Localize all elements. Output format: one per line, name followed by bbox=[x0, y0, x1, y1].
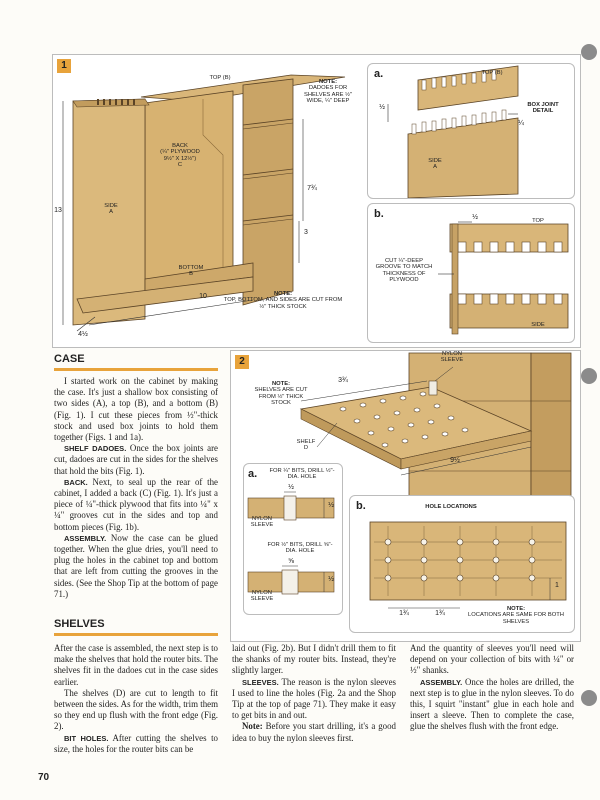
hole-locations-drawing bbox=[369, 521, 567, 609]
groove-drawing bbox=[438, 221, 569, 335]
shelves-text: After the case is assembled, the next st… bbox=[54, 643, 218, 755]
detail-2b-letter: b. bbox=[356, 500, 366, 512]
detail-2a-top-sleeve: NYLON SLEEVE bbox=[250, 516, 274, 529]
dim-7: 7¾ bbox=[307, 185, 317, 192]
note-dadoes: NOTE: DADOES FOR SHELVES ARE ½" WIDE, ¼"… bbox=[303, 79, 353, 105]
detail-2a-top-dim-w: ½ bbox=[288, 484, 294, 491]
detail-1b-panel: b. TOP SIDE ½ CUT ¼"-DEEP GROOVE TO MAT bbox=[367, 203, 575, 343]
detail-2b-panel: b. HOLE LOCATIONS 1¾ 1¾ 1 NOTE: LOCA bbox=[349, 495, 575, 633]
note-stock: NOTE: TOP, BOTTOM, AND SIDES ARE CUT FRO… bbox=[223, 291, 343, 310]
side-label: SIDE A bbox=[104, 203, 118, 216]
case-drawing bbox=[62, 74, 346, 332]
detail-1b-letter: b. bbox=[374, 208, 384, 220]
assembly-paragraph: ASSEMBLY. Now the case can be glued toge… bbox=[54, 532, 218, 599]
detail-2a-panel: a. FOR ¼" BITS, DRILL ½"-DIA. HOLE NYLON… bbox=[243, 463, 343, 615]
detail-1b-dim: ½ bbox=[472, 214, 478, 221]
groove-note: CUT ¼"-DEEP GROOVE TO MATCH THICKNESS OF… bbox=[375, 258, 433, 284]
fig2-dim-top: 3¾ bbox=[338, 377, 348, 384]
back-paragraph: BACK. Next, to seal up the rear of the c… bbox=[54, 476, 218, 532]
detail-2a-top-caption: FOR ¼" BITS, DRILL ½"-DIA. HOLE bbox=[269, 468, 335, 481]
shelves-heading: SHELVES bbox=[54, 618, 105, 630]
detail-2a-top-dim-h: ½ bbox=[328, 502, 334, 509]
bottom-label: BOTTOM B bbox=[178, 265, 204, 278]
figure-1-panel: 1 TOP bbox=[52, 54, 581, 348]
box-joint-detail-label: BOX JOINT DETAIL bbox=[527, 102, 559, 115]
page-number: 70 bbox=[38, 772, 50, 783]
detail-1a-dim-half: ½ bbox=[379, 104, 385, 111]
detail-1a-side: SIDE A bbox=[428, 158, 442, 171]
column-2-text: laid out (Fig. 2b). But I didn't drill t… bbox=[232, 643, 396, 744]
binder-hole bbox=[581, 368, 597, 384]
shelves-intro: After the case is assembled, the next st… bbox=[54, 643, 218, 687]
detail-1b-top: TOP bbox=[532, 218, 544, 224]
bit-holes-paragraph: BIT HOLES. After cutting the shelves to … bbox=[54, 732, 218, 754]
dim-4: 4½ bbox=[78, 331, 88, 338]
top-label: TOP (B) bbox=[209, 75, 231, 81]
assembly2-paragraph: ASSEMBLY. Once the holes are drilled, th… bbox=[410, 676, 574, 732]
sleeve-section-drawing bbox=[247, 491, 335, 595]
case-heading: CASE bbox=[54, 353, 85, 365]
case-intro: I started work on the cabinet by making … bbox=[54, 376, 218, 443]
figure-1-number: 1 bbox=[57, 59, 71, 73]
fig2-dim-side: 9½ bbox=[450, 457, 460, 464]
col3-p1: And the quantity of sleeves you'll need … bbox=[410, 643, 574, 676]
figure-2-panel: 2 NOTE bbox=[230, 350, 581, 642]
case-text: I started work on the cabinet by making … bbox=[54, 376, 218, 600]
detail-2b-dim-1: 1¾ bbox=[399, 610, 409, 617]
column-3-text: And the quantity of sleeves you'll need … bbox=[410, 643, 574, 733]
col2-p1: laid out (Fig. 2b). But I didn't drill t… bbox=[232, 643, 396, 676]
shelf-dadoes-paragraph: SHELF DADOES. Once the box joints are cu… bbox=[54, 443, 218, 476]
fig2-note: NOTE: SHELVES ARE CUT FROM ½" THICK STOC… bbox=[254, 381, 308, 407]
sleeves-paragraph: SLEEVES. The reason is the nylon sleeves… bbox=[232, 676, 396, 721]
dim-3: 3 bbox=[304, 229, 308, 236]
back-label: BACK (¼" PLYWOOD 9½" x 12½") C bbox=[160, 143, 200, 169]
binder-hole bbox=[581, 44, 597, 60]
detail-1b-side: SIDE bbox=[531, 322, 545, 328]
detail-1a-top: TOP (B) bbox=[481, 70, 503, 76]
shelves-p2: The shelves (D) are cut to length to fit… bbox=[54, 687, 218, 732]
binder-hole bbox=[581, 690, 597, 706]
detail-2b-note: NOTE: LOCATIONS ARE SAME FOR BOTH SHELVE… bbox=[468, 606, 564, 625]
detail-1a-panel: a. TOP (B) BOX JOINT DETAIL SIDE bbox=[367, 63, 575, 199]
shelves-heading-rule bbox=[54, 633, 218, 636]
detail-2a-bottom-dim-w: ⅝ bbox=[288, 558, 294, 565]
detail-2a-bottom-sleeve: NYLON SLEEVE bbox=[250, 590, 274, 603]
dim-10: 10 bbox=[199, 293, 207, 300]
detail-2a-letter: a. bbox=[248, 468, 258, 480]
detail-2b-dim-2: 1¾ bbox=[435, 610, 445, 617]
hole-locations-title: HOLE LOCATIONS bbox=[425, 504, 477, 510]
fig2-nylon-sleeve: NYLON SLEEVE bbox=[440, 351, 464, 364]
figure-2-number: 2 bbox=[235, 355, 249, 369]
dim-13: 13 bbox=[54, 207, 62, 214]
detail-1a-letter: a. bbox=[374, 68, 384, 80]
detail-2a-bottom-dim-h: ½ bbox=[328, 576, 334, 583]
detail-2a-bottom-caption: FOR ½" BITS, DRILL ⅝"-DIA. HOLE bbox=[267, 542, 333, 555]
note-paragraph: Note: Before you start drilling, it's a … bbox=[232, 721, 396, 743]
case-heading-rule bbox=[54, 368, 218, 371]
fig2-shelf-label: SHELF D bbox=[296, 439, 316, 452]
detail-1a-dim-quarter: ¼ bbox=[518, 120, 524, 127]
box-joint-drawing bbox=[387, 65, 519, 198]
detail-2b-dim-3: 1 bbox=[555, 582, 559, 589]
